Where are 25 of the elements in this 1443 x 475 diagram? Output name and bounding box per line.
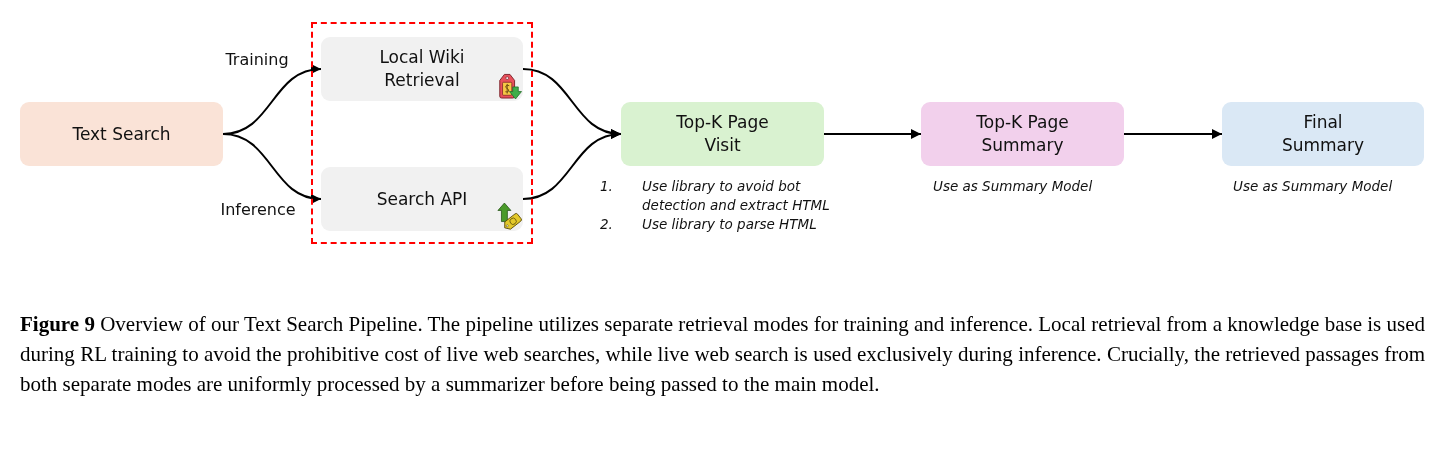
note-text: Use library to parse HTML [642,215,818,234]
node-label: Final Summary [1280,111,1366,157]
connector-arrow [522,130,622,200]
process-box [321,37,523,101]
process-box [921,102,1124,166]
process-box [321,167,523,231]
process-box [1222,102,1424,166]
note-text: Use as Summary Model [933,177,1094,196]
connector-arrow [823,129,922,139]
node-label: Text Search [72,122,171,146]
process-box [20,102,223,166]
figure-caption: Figure 9 Overview of our Text Search Pipeline. The pipeline utilizes separate retrieval modes for training and inference. Local retrieval from a knowledge base is used during RL training to avoid the prohibitive cost of live web searches, while live web search is used exclusively during inference. Crucially, the retrieved passages from both separate modes are uniformly processed by a summarizer before being passed to the main model. [20,311,1425,398]
note-text: Use as Summary Model [1233,177,1394,196]
process-box [621,102,824,166]
connector-arrow [222,133,322,203]
edge-label: Training [223,50,291,70]
node-label: Local Wiki Retrieval [378,46,466,92]
list-number: 2. [600,215,614,234]
list-number: 1. [600,177,614,196]
node-label: Search API [376,187,468,211]
connector-arrow [1123,129,1223,139]
node-label: Top-K Page Visit [675,111,770,157]
dashed-group-frame [311,22,533,244]
node-label: Top-K Page Summary [975,111,1070,157]
note-text: Use library to avoid bot detection and extract HTML [642,177,831,215]
